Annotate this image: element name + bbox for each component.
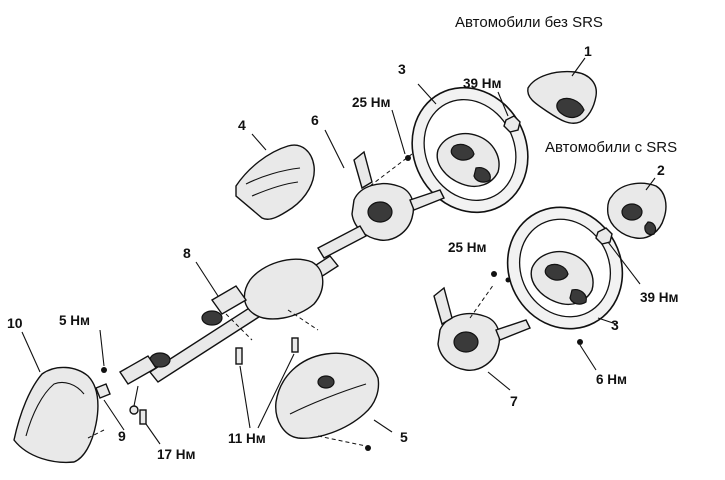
torque-label-5nm: 5 Нм (59, 313, 90, 328)
part-number-4: 4 (238, 117, 246, 133)
part-6-combination-switch (324, 129, 445, 241)
screw-25nm-top (391, 109, 411, 161)
part-number-10: 10 (7, 315, 23, 331)
header-without-srs: Автомобили без SRS (455, 14, 603, 31)
part-3-steering-wheel-top (411, 83, 529, 214)
part-number-5: 5 (400, 429, 408, 445)
nut-39nm-bottom (595, 227, 641, 285)
part-number-9: 9 (118, 428, 126, 444)
torque-label-25nm-mid: 25 Нм (448, 240, 487, 255)
torque-label-39nm-right: 39 Нм (640, 290, 679, 305)
bolt-17nm (139, 409, 161, 445)
part-number-3-top: 3 (398, 61, 406, 77)
part-number-2: 2 (657, 162, 665, 178)
part-number-6: 6 (311, 112, 319, 128)
torque-label-25nm-top: 25 Нм (352, 95, 391, 110)
part-number-8: 8 (183, 245, 191, 261)
part-number-3-bottom: 3 (611, 317, 619, 333)
torque-label-39nm-top: 39 Нм (463, 76, 502, 91)
part-10-panel (13, 331, 105, 464)
bolts-11nm (235, 337, 299, 429)
part-number-7: 7 (510, 393, 518, 409)
steering-column-shaft (119, 225, 367, 415)
part-1-horn-pad (527, 57, 597, 124)
torque-label-6nm: 6 Нм (596, 372, 627, 387)
part-number-1: 1 (584, 43, 592, 59)
torque-label-17nm: 17 Нм (157, 447, 196, 462)
torque-label-11nm: 11 Нм (228, 431, 266, 446)
nut-39nm-top (497, 91, 521, 133)
part-3-steering-wheel-bottom (506, 206, 624, 330)
header-with-srs: Автомобили с SRS (545, 139, 677, 156)
screw-6nm (577, 339, 597, 371)
part-7-combination-switch (433, 283, 531, 391)
part-8-bracket (195, 261, 319, 341)
part-9-fastener (95, 329, 125, 431)
part-5-lower-cover (275, 352, 393, 451)
part-2-airbag-module (606, 177, 667, 239)
screw-25nm-mid (491, 271, 511, 283)
part-4-upper-cover (235, 133, 315, 220)
